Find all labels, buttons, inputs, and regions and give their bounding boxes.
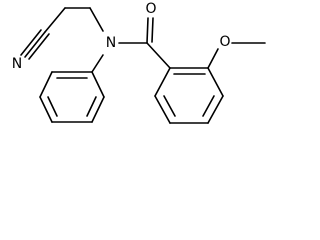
carbonyl-o-label: O — [145, 1, 156, 17]
ring-methoxy-o-bond — [207, 48, 219, 69]
chain-bond-c1-c2 — [44, 7, 66, 33]
amide-n-phenyl-bond — [91, 54, 104, 73]
chain-bond-c3-amide-n — [89, 7, 104, 32]
nitrile-triple-bond — [20, 29, 50, 60]
phenyl-ring — [39, 71, 105, 123]
chemical-structure-diagram: N N O O — [12, 1, 266, 124]
nitrile-n-label: N — [12, 56, 22, 72]
carbonyl-double-bond — [146, 17, 154, 44]
methoxyphenyl-ring — [154, 67, 224, 124]
carbonyl-c-ring-bond — [146, 42, 171, 69]
methoxy-o-label: O — [219, 34, 230, 50]
amide-n-label: N — [106, 35, 116, 51]
